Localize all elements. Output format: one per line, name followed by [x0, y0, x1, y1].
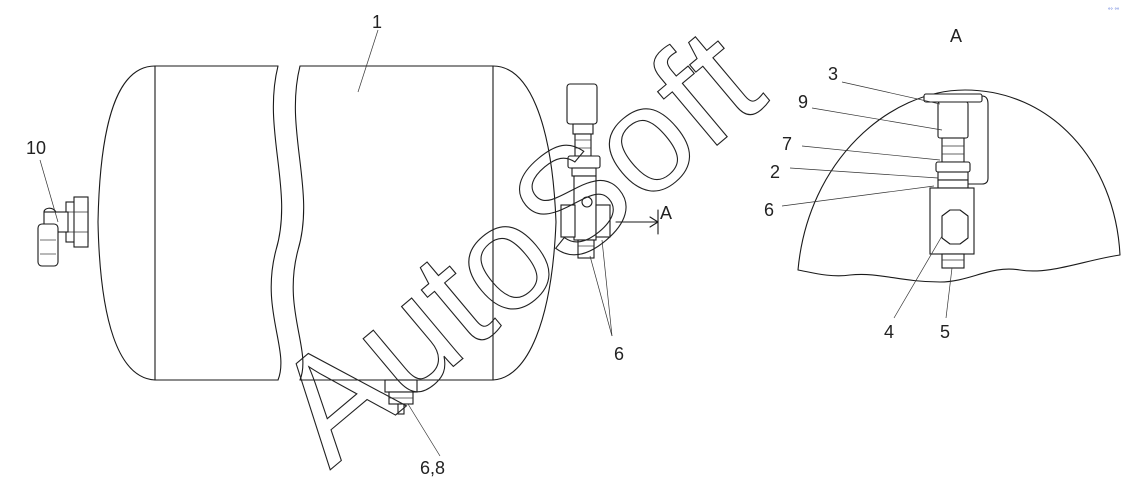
detail-view-a [797, 89, 1121, 283]
callout-10: 10 [26, 138, 46, 158]
section-arrow-a [615, 209, 659, 235]
callout-6-main: 6 [614, 344, 624, 364]
callout-6-8: 6,8 [420, 458, 445, 478]
detail-callout-5: 5 [940, 322, 950, 342]
detail-callout-7: 7 [782, 134, 792, 154]
detail-callout-6: 6 [764, 200, 774, 220]
elbow-fitting-10 [37, 196, 89, 267]
callout-1: 1 [372, 12, 382, 32]
valve-assembly [560, 83, 611, 259]
watermark: AutoSoft [243, 0, 792, 495]
corner-mark: °° °° [1108, 8, 1120, 14]
section-marker-a: A [660, 203, 672, 223]
detail-callout-4: 4 [884, 322, 894, 342]
drain-fitting [384, 379, 418, 415]
detail-callout-3: 3 [828, 64, 838, 84]
detail-callout-9: 9 [798, 92, 808, 112]
leader-lines-detail [781, 81, 953, 319]
leader-lines-main [39, 29, 613, 457]
detail-callout-2: 2 [770, 162, 780, 182]
detail-title: A [950, 26, 962, 46]
